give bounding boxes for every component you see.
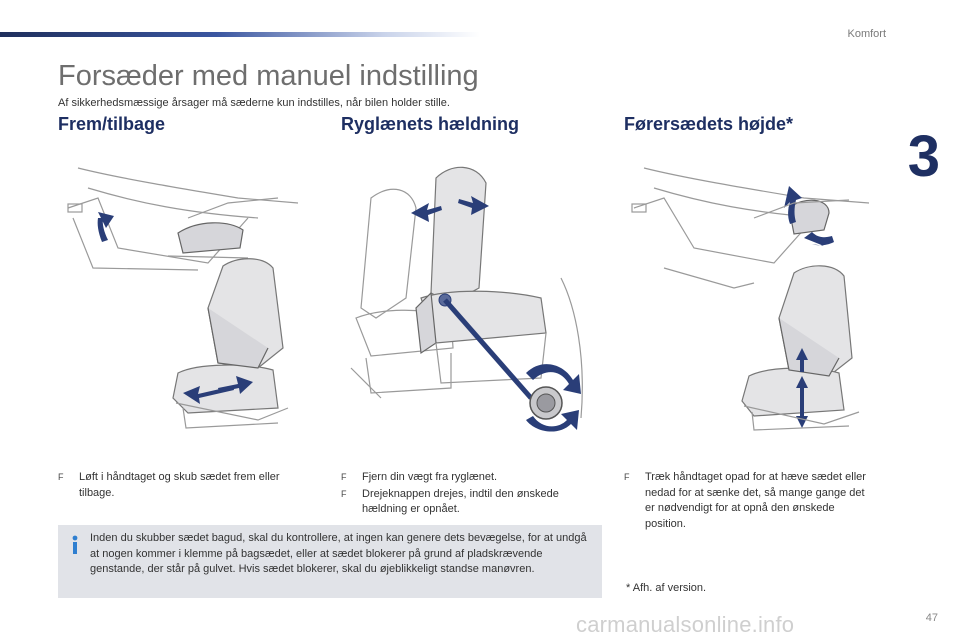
section-title: Komfort xyxy=(847,28,886,40)
bullet-marker: F xyxy=(58,472,64,482)
info-box: Inden du skubber sædet bagud, skal du ko… xyxy=(58,525,602,598)
info-text: Inden du skubber sædet bagud, skal du ko… xyxy=(90,532,587,575)
backrest-angle-illustration xyxy=(350,166,583,432)
list-item: F Løft i håndtaget og skub sædet frem ell… xyxy=(58,470,318,501)
footnote: * Afh. af version. xyxy=(626,582,707,594)
bullet-text: Træk håndtaget opad for at hæve sædet el… xyxy=(645,471,866,530)
bullets-forersaedets-hojde: F Træk håndtaget opad for at hæve sædet e… xyxy=(624,470,874,533)
bullet-text: Fjern din vægt fra ryglænet. xyxy=(362,471,498,483)
page-title: Forsæder med manuel indstilling xyxy=(58,60,479,92)
list-item: F Fjern din vægt fra ryglænet. xyxy=(341,470,599,486)
page-number: 47 xyxy=(925,612,938,624)
seat-height-illustration xyxy=(631,167,870,431)
bullets-frem-tilbage: F Løft i håndtaget og skub sædet frem ell… xyxy=(58,470,318,502)
seat-slide-illustration xyxy=(67,167,299,429)
bullet-marker: F xyxy=(341,488,347,499)
bullet-marker: F xyxy=(624,472,630,482)
bullet-text: Drejeknappen drejes, indtil den ønskede … xyxy=(362,487,559,516)
header-bar xyxy=(0,32,480,37)
heading-frem-tilbage: Frem/tilbage xyxy=(58,114,166,134)
info-icon xyxy=(72,535,78,554)
chapter-number: 3 xyxy=(907,124,940,189)
watermark: carmanualsonline.info xyxy=(576,612,795,637)
heading-ryglaenets-haeldning: Ryglænets hældning xyxy=(341,114,520,134)
heading-forersaedets-hojde: Førersædets højde* xyxy=(624,114,794,134)
bullets-ryglaenets-haeldning: F Fjern din vægt fra ryglænet. F Drejeknap… xyxy=(341,470,599,519)
bullet-marker: F xyxy=(341,472,347,482)
list-item: F Drejeknappen drejes, indtil den ønskede… xyxy=(341,487,599,518)
bullet-text: Løft i håndtaget og skub sædet frem elle… xyxy=(79,471,280,499)
page-subtitle: Af sikkerhedsmæssige årsager må sæderne … xyxy=(58,97,450,109)
list-item: F Træk håndtaget opad for at hæve sædet e… xyxy=(624,470,874,532)
